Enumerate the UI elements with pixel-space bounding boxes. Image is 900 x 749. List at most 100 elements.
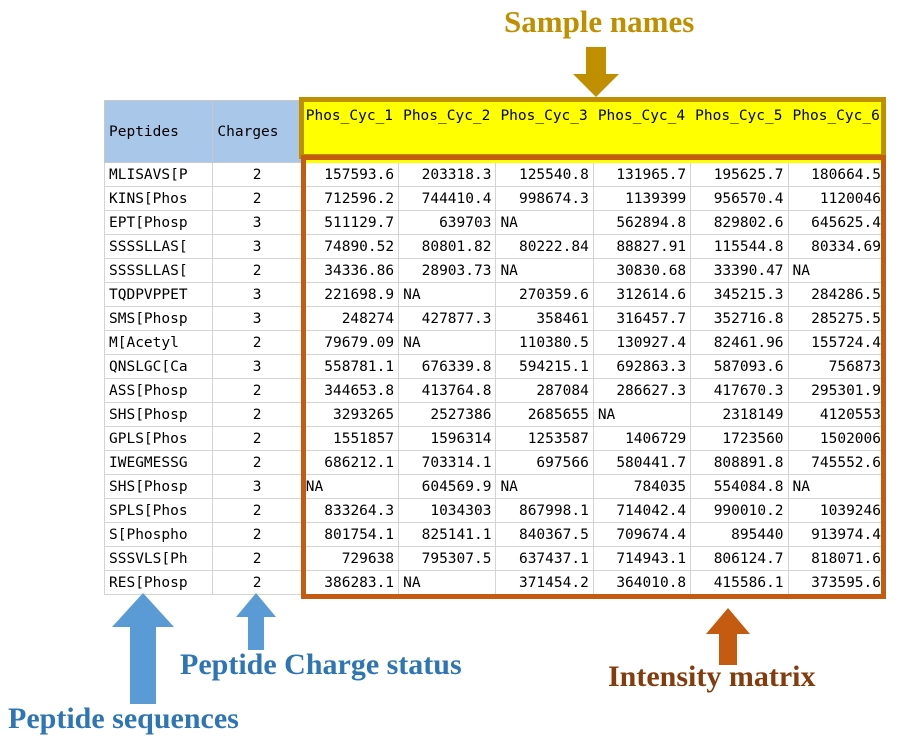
intensity-value-cell[interactable]: NA xyxy=(398,330,497,355)
intensity-value-cell[interactable]: 913974.4 xyxy=(787,522,887,547)
intensity-value-cell[interactable]: 203318.3 xyxy=(398,162,497,187)
intensity-value-cell[interactable]: 833264.3 xyxy=(300,498,400,523)
peptide-sequence-cell[interactable]: QNSLGC[Ca xyxy=(103,354,214,379)
peptide-charge-cell[interactable]: 3 xyxy=(212,306,302,331)
peptide-charge-cell[interactable]: 2 xyxy=(212,402,302,427)
intensity-value-cell[interactable]: 155724.4 xyxy=(787,330,887,355)
peptide-charge-cell[interactable]: 2 xyxy=(212,162,302,187)
intensity-value-cell[interactable]: 639703 xyxy=(398,210,497,235)
intensity-value-cell[interactable]: NA xyxy=(592,402,692,427)
intensity-value-cell[interactable]: 709674.4 xyxy=(592,522,692,547)
intensity-value-cell[interactable]: 692863.3 xyxy=(592,354,692,379)
intensity-value-cell[interactable]: 1139399 xyxy=(592,186,692,211)
peptide-charge-cell[interactable]: 3 xyxy=(212,210,302,235)
intensity-value-cell[interactable]: 364010.8 xyxy=(592,570,692,595)
peptide-charge-cell[interactable]: 2 xyxy=(212,546,302,571)
intensity-value-cell[interactable]: 295301.9 xyxy=(787,378,887,403)
intensity-value-cell[interactable]: NA xyxy=(495,474,594,499)
intensity-value-cell[interactable]: 373595.6 xyxy=(787,570,887,595)
peptide-charge-cell[interactable]: 2 xyxy=(212,570,302,595)
intensity-value-cell[interactable]: 806124.7 xyxy=(690,546,789,571)
intensity-value-cell[interactable]: 558781.1 xyxy=(300,354,400,379)
intensity-value-cell[interactable]: 1034303 xyxy=(398,498,497,523)
intensity-value-cell[interactable]: 358461 xyxy=(495,306,594,331)
peptide-charge-cell[interactable]: 3 xyxy=(212,282,302,307)
intensity-value-cell[interactable]: 714042.4 xyxy=(592,498,692,523)
intensity-value-cell[interactable]: 604569.9 xyxy=(398,474,497,499)
peptide-charge-cell[interactable]: 2 xyxy=(212,426,302,451)
intensity-value-cell[interactable]: 808891.8 xyxy=(690,450,789,475)
intensity-value-cell[interactable]: 801754.1 xyxy=(300,522,400,547)
peptide-charge-cell[interactable]: 2 xyxy=(212,522,302,547)
intensity-value-cell[interactable]: 1120046 xyxy=(787,186,887,211)
intensity-value-cell[interactable]: 371454.2 xyxy=(495,570,594,595)
intensity-value-cell[interactable]: 413764.8 xyxy=(398,378,497,403)
intensity-value-cell[interactable]: 1039246 xyxy=(787,498,887,523)
intensity-value-cell[interactable]: 1723560 xyxy=(690,426,789,451)
peptide-charge-cell[interactable]: 2 xyxy=(212,450,302,475)
intensity-value-cell[interactable]: 345215.3 xyxy=(690,282,789,307)
column-header-sample-2[interactable]: Phos_Cyc_2 xyxy=(398,100,497,163)
peptide-sequence-cell[interactable]: EPT[Phosp xyxy=(103,210,214,235)
intensity-value-cell[interactable]: 686212.1 xyxy=(300,450,400,475)
intensity-value-cell[interactable]: 818071.6 xyxy=(787,546,887,571)
intensity-value-cell[interactable]: 745552.6 xyxy=(787,450,887,475)
intensity-value-cell[interactable]: 645625.4 xyxy=(787,210,887,235)
intensity-value-cell[interactable]: 580441.7 xyxy=(592,450,692,475)
peptide-sequence-cell[interactable]: SMS[Phosp xyxy=(103,306,214,331)
peptide-sequence-cell[interactable]: SSSSLLAS[ xyxy=(103,258,214,283)
intensity-value-cell[interactable]: 867998.1 xyxy=(495,498,594,523)
intensity-value-cell[interactable]: NA xyxy=(398,570,497,595)
intensity-value-cell[interactable]: 3293265 xyxy=(300,402,400,427)
peptide-charge-cell[interactable]: 3 xyxy=(212,474,302,499)
intensity-value-cell[interactable]: 4120553 xyxy=(787,402,887,427)
peptide-sequence-cell[interactable]: IWEGMESSG xyxy=(103,450,214,475)
intensity-value-cell[interactable]: 80222.84 xyxy=(495,234,594,259)
intensity-value-cell[interactable]: 88827.91 xyxy=(592,234,692,259)
intensity-value-cell[interactable]: 110380.5 xyxy=(495,330,594,355)
peptide-sequence-cell[interactable]: KINS[Phos xyxy=(103,186,214,211)
intensity-value-cell[interactable]: 180664.5 xyxy=(787,162,887,187)
intensity-value-cell[interactable]: 676339.8 xyxy=(398,354,497,379)
intensity-value-cell[interactable]: 956570.4 xyxy=(690,186,789,211)
column-header-sample-5[interactable]: Phos_Cyc_5 xyxy=(690,100,789,163)
intensity-value-cell[interactable]: 1551857 xyxy=(300,426,400,451)
peptide-sequence-cell[interactable]: SSSSLLAS[ xyxy=(103,234,214,259)
intensity-value-cell[interactable]: 74890.52 xyxy=(300,234,400,259)
peptide-charge-cell[interactable]: 2 xyxy=(212,186,302,211)
intensity-value-cell[interactable]: 1253587 xyxy=(495,426,594,451)
intensity-value-cell[interactable]: 990010.2 xyxy=(690,498,789,523)
intensity-value-cell[interactable]: 28903.73 xyxy=(398,258,497,283)
intensity-value-cell[interactable]: 795307.5 xyxy=(398,546,497,571)
peptide-sequence-cell[interactable]: TQDPVPPET xyxy=(103,282,214,307)
intensity-value-cell[interactable]: 415586.1 xyxy=(690,570,789,595)
intensity-value-cell[interactable]: 825141.1 xyxy=(398,522,497,547)
intensity-value-cell[interactable]: NA xyxy=(495,210,594,235)
intensity-value-cell[interactable]: 285275.5 xyxy=(787,306,887,331)
peptide-sequence-cell[interactable]: MLISAVS[P xyxy=(103,162,214,187)
intensity-value-cell[interactable]: 998674.3 xyxy=(495,186,594,211)
intensity-value-cell[interactable]: 594215.1 xyxy=(495,354,594,379)
intensity-value-cell[interactable]: 157593.6 xyxy=(300,162,400,187)
peptide-charge-cell[interactable]: 3 xyxy=(212,234,302,259)
intensity-value-cell[interactable]: 221698.9 xyxy=(300,282,400,307)
intensity-value-cell[interactable]: 33390.47 xyxy=(690,258,789,283)
intensity-value-cell[interactable]: 115544.8 xyxy=(690,234,789,259)
column-header-sample-4[interactable]: Phos_Cyc_4 xyxy=(592,100,692,163)
intensity-value-cell[interactable]: 352716.8 xyxy=(690,306,789,331)
intensity-value-cell[interactable]: 130927.4 xyxy=(592,330,692,355)
intensity-value-cell[interactable]: 697566 xyxy=(495,450,594,475)
intensity-value-cell[interactable]: 554084.8 xyxy=(690,474,789,499)
intensity-value-cell[interactable]: 744410.4 xyxy=(398,186,497,211)
